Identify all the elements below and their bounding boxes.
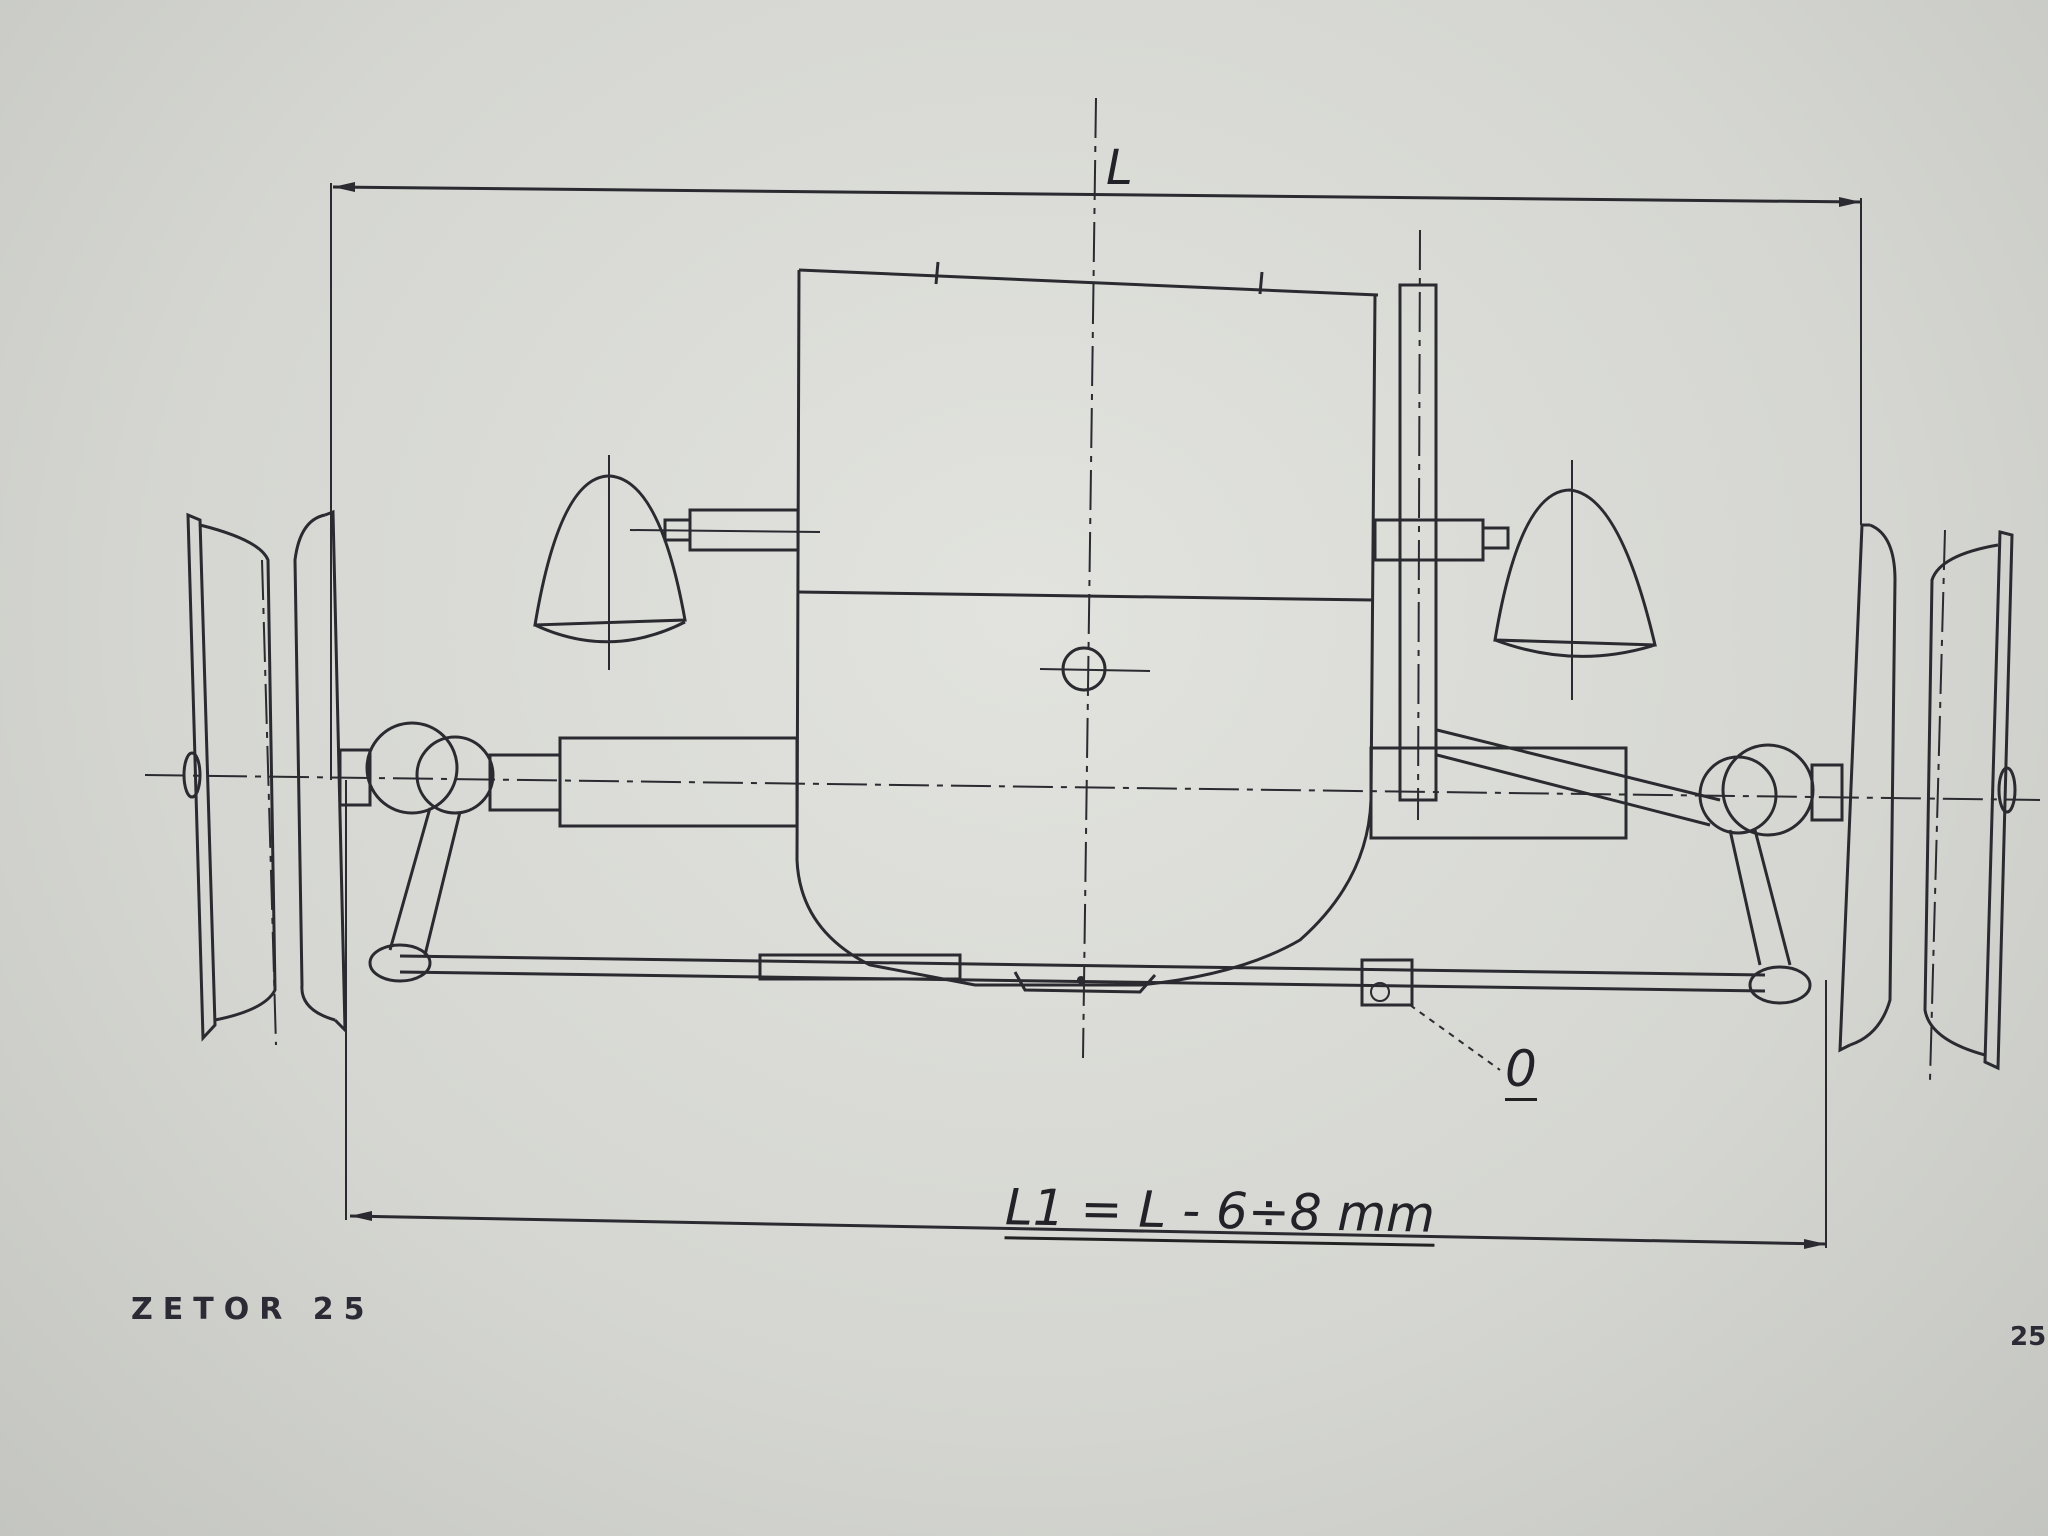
- axle-center-line: [144, 774, 2041, 801]
- headlamp-right: [1373, 460, 1657, 700]
- front-axle-housing: [795, 261, 1379, 994]
- part-label: 0: [1505, 1040, 1537, 1101]
- center-line-vertical: [1082, 97, 1097, 1059]
- vertical-bar: [1398, 229, 1438, 821]
- footer-title: ZETOR 25: [131, 1292, 375, 1327]
- page-number: 25: [2010, 1322, 2047, 1352]
- axle-tubes: [488, 728, 1721, 840]
- dimension-line-bottom: [345, 780, 1827, 1249]
- dimension-line-top: [330, 182, 1862, 780]
- steering-knuckles: [365, 721, 1815, 966]
- wheel-left: [182, 509, 372, 1046]
- headlamp-left: [533, 455, 821, 670]
- dimension-label-l1: L1 = L - 6÷8 mm: [1004, 1178, 1436, 1247]
- tie-rod: [368, 943, 1812, 1071]
- wheel-right: [1810, 523, 2017, 1081]
- dimension-label-l: L: [1106, 140, 1133, 196]
